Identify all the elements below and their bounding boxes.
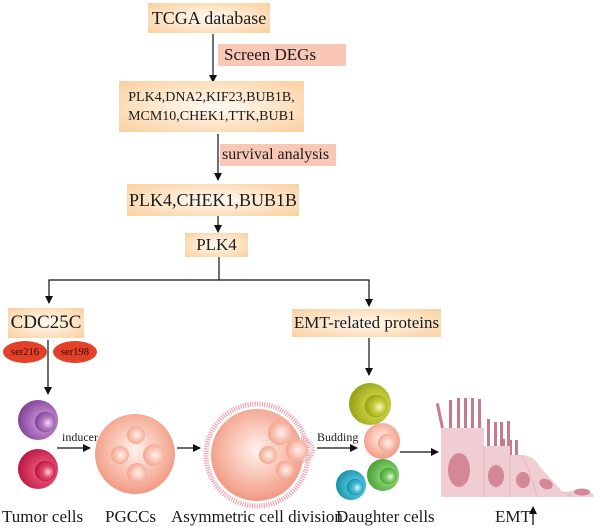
tumor-cell-red — [18, 449, 58, 489]
caption-asymmetric-division: Asymmetric cell division — [171, 507, 343, 526]
step-label-survival-analysis: survival analysis — [220, 144, 336, 166]
daughter-cell-yellow-green — [349, 383, 391, 425]
emt-proteins-box: EMT-related proteins — [292, 309, 441, 337]
daughter-cell-peach — [364, 423, 400, 459]
inducer-label: inducer — [62, 430, 98, 444]
caption-daughter-cells: Daughter cells — [336, 507, 435, 526]
cdc25c-text: CDC25C — [10, 312, 82, 333]
daughter-cell-green — [367, 459, 399, 491]
up-arrow-icon — [529, 506, 537, 525]
daughter-cell-cyan — [336, 470, 366, 500]
source-label: TCGA database — [151, 7, 267, 28]
key-gene-text: PLK4 — [196, 235, 237, 254]
branch-connector — [45, 257, 220, 304]
caption-emt: EMT — [495, 507, 531, 526]
candidate-genes-line2: MCM10,CHEK1,TTK,BUB1 — [128, 108, 295, 124]
source-box-tcga: TCGA database — [148, 3, 270, 33]
phospho-site-ser198: ser198 — [53, 341, 97, 363]
branch-connector-right — [219, 279, 373, 307]
step-label-screen-degs: Screen DEGs — [218, 44, 346, 66]
pgcc-cell — [95, 414, 175, 494]
prognostic-genes-box: PLK4,CHEK1,BUB1B — [127, 184, 299, 216]
cdc25c-box: CDC25C — [8, 308, 84, 338]
phospho-site-ser216: ser216 — [3, 341, 47, 363]
candidate-genes-line1: PLK4,DNA2,KIF23,BUB1B, — [128, 89, 295, 105]
prognostic-genes-text: PLK4,CHEK1,BUB1B — [128, 189, 298, 210]
key-gene-box: PLK4 — [185, 233, 248, 257]
asymmetric-division-cell — [203, 401, 315, 509]
emt-epithelial-cells — [435, 398, 595, 498]
screen-degs-text: Screen DEGs — [224, 45, 317, 64]
ser216-text: ser216 — [11, 346, 39, 358]
caption-pgccs: PGCCs — [105, 507, 157, 526]
survival-analysis-text: survival analysis — [222, 146, 330, 163]
caption-tumor-cells: Tumor cells — [2, 507, 84, 526]
candidate-genes-box: PLK4,DNA2,KIF23,BUB1B, MCM10,CHEK1,TTK,B… — [119, 81, 304, 132]
budding-label: Budding — [317, 430, 359, 444]
ser198-text: ser198 — [61, 346, 89, 358]
emt-proteins-text: EMT-related proteins — [293, 313, 440, 332]
tumor-cell-purple — [18, 400, 58, 440]
